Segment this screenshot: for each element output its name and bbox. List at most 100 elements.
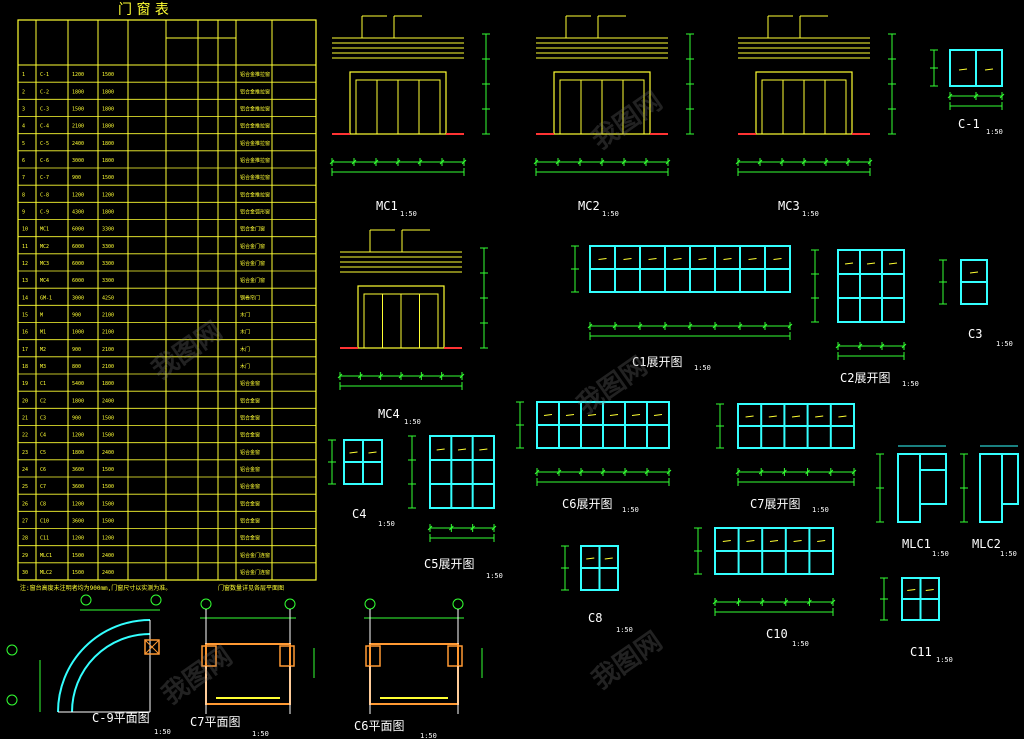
label-mc1: MC1	[376, 199, 398, 213]
table-cell-index: 26	[22, 501, 28, 507]
table-cell-height: 2100	[102, 347, 114, 353]
table-cell-width: 2100	[72, 124, 84, 130]
table-cell-height: 2400	[102, 450, 114, 456]
table-cell-code: MLC2	[40, 570, 52, 576]
table-cell-code: C6	[40, 467, 46, 473]
table-cell-note: 铝合金窗	[240, 466, 260, 473]
scale-c3: 1:50	[996, 340, 1013, 348]
label-c6-plan: C6平面图	[354, 719, 404, 733]
watermark-2: 我图网	[572, 351, 653, 420]
window-c3	[960, 259, 988, 305]
table-cell-index: 3	[22, 106, 25, 112]
dimension-line	[516, 401, 524, 449]
dimension-line	[960, 453, 968, 523]
table-cell-code: C3	[40, 415, 46, 421]
table-cell-index: 24	[22, 467, 28, 473]
plan-c6	[364, 598, 483, 714]
table-cell-note: 铝合金门窗	[240, 260, 265, 267]
table-cell-width: 1000	[72, 330, 84, 336]
table-cell-note: 铝合金窗	[240, 517, 260, 524]
table-cell-index: 29	[22, 553, 28, 559]
table-cell-code: C4	[40, 433, 46, 439]
dimension-line	[534, 468, 672, 486]
label-mc2: MC2	[578, 199, 600, 213]
label-c11: C11	[910, 645, 932, 659]
door-window-mlc2	[979, 445, 1019, 523]
dimension-line	[561, 545, 569, 591]
dimension-line	[716, 403, 724, 449]
table-cell-code: M3	[40, 364, 46, 370]
dimension-line	[947, 92, 1005, 110]
table-cell-height: 1500	[102, 175, 114, 181]
table-cell-note: 铝合金推拉窗	[240, 157, 270, 164]
table-cell-width: 6000	[72, 261, 84, 267]
dimension-line	[811, 249, 819, 323]
table-cell-width: 900	[72, 312, 81, 318]
table-cell-note: 铝合金门窗	[240, 226, 265, 233]
table-cell-note: 铝合金窗	[240, 414, 260, 421]
label-c3: C3	[968, 327, 982, 341]
table-cell-index: 27	[22, 518, 28, 524]
scale-c8: 1:50	[616, 626, 633, 634]
watermark-5: 我图网	[587, 626, 668, 695]
table-cell-height: 1800	[102, 124, 114, 130]
table-cell-width: 1800	[72, 89, 84, 95]
table-cell-code: C1	[40, 381, 46, 387]
table-cell-width: 6000	[72, 244, 84, 250]
table-cell-index: 17	[22, 347, 28, 353]
scale-c5: 1:50	[486, 572, 503, 580]
label-c1-elevation: C1展开图	[632, 355, 682, 369]
window-c8	[580, 545, 619, 591]
table-cell-note: 铝合金门连窗	[240, 552, 270, 559]
dimension-line	[694, 527, 702, 575]
table-cell-index: 21	[22, 415, 28, 421]
table-cell-width: 1500	[72, 553, 84, 559]
table-cell-height: 1500	[102, 467, 114, 473]
table-cell-code: M1	[40, 330, 46, 336]
dimension-line	[480, 247, 488, 349]
table-cell-note: 铝合金推拉窗	[240, 105, 270, 112]
table-cell-width: 900	[72, 415, 81, 421]
watermark-1: 我图网	[587, 86, 668, 155]
table-cell-width: 3600	[72, 467, 84, 473]
table-cell-width: 3000	[72, 295, 84, 301]
table-cell-code: C-4	[40, 124, 49, 130]
dimension-line	[328, 439, 336, 485]
scale-mc4: 1:50	[404, 418, 421, 426]
scale-c11: 1:50	[936, 656, 953, 664]
table-cell-height: 1500	[102, 484, 114, 490]
table-cell-width: 900	[72, 347, 81, 353]
dimension-line	[587, 322, 793, 340]
label-mc3: MC3	[778, 199, 800, 213]
table-cell-width: 1200	[72, 501, 84, 507]
dimension-line	[888, 33, 896, 135]
plan-c9	[6, 594, 162, 713]
table-cell-index: 22	[22, 433, 28, 439]
label-c6-elevation: C6展开图	[562, 497, 612, 511]
table-cell-code: MC4	[40, 278, 49, 284]
dimension-line	[337, 372, 465, 390]
table-cell-height: 3300	[102, 227, 114, 233]
table-cell-index: 14	[22, 295, 28, 301]
table-cell-index: 15	[22, 312, 28, 318]
window-c-1	[949, 49, 1003, 87]
table-cell-index: 11	[22, 244, 28, 250]
window-c5	[429, 435, 495, 509]
dimension-line	[533, 158, 671, 176]
table-cell-index: 2	[22, 89, 25, 95]
table-cell-index: 20	[22, 398, 28, 404]
table-cell-width: 800	[72, 364, 81, 370]
table-cell-note: 铝合金窗	[240, 483, 260, 490]
table-cell-note: 铝合金窗	[240, 397, 260, 404]
dimension-line	[686, 33, 694, 135]
scale-c7-plan: 1:50	[252, 730, 269, 738]
table-cell-note: 铝合金窗	[240, 500, 260, 507]
table-cell-index: 10	[22, 227, 28, 233]
scale-mc3: 1:50	[802, 210, 819, 218]
label-c7-plan: C7平面图	[190, 715, 240, 729]
window-c7	[737, 403, 855, 449]
dimension-line	[835, 342, 907, 360]
label-mc4: MC4	[378, 407, 400, 421]
table-cell-width: 6000	[72, 278, 84, 284]
